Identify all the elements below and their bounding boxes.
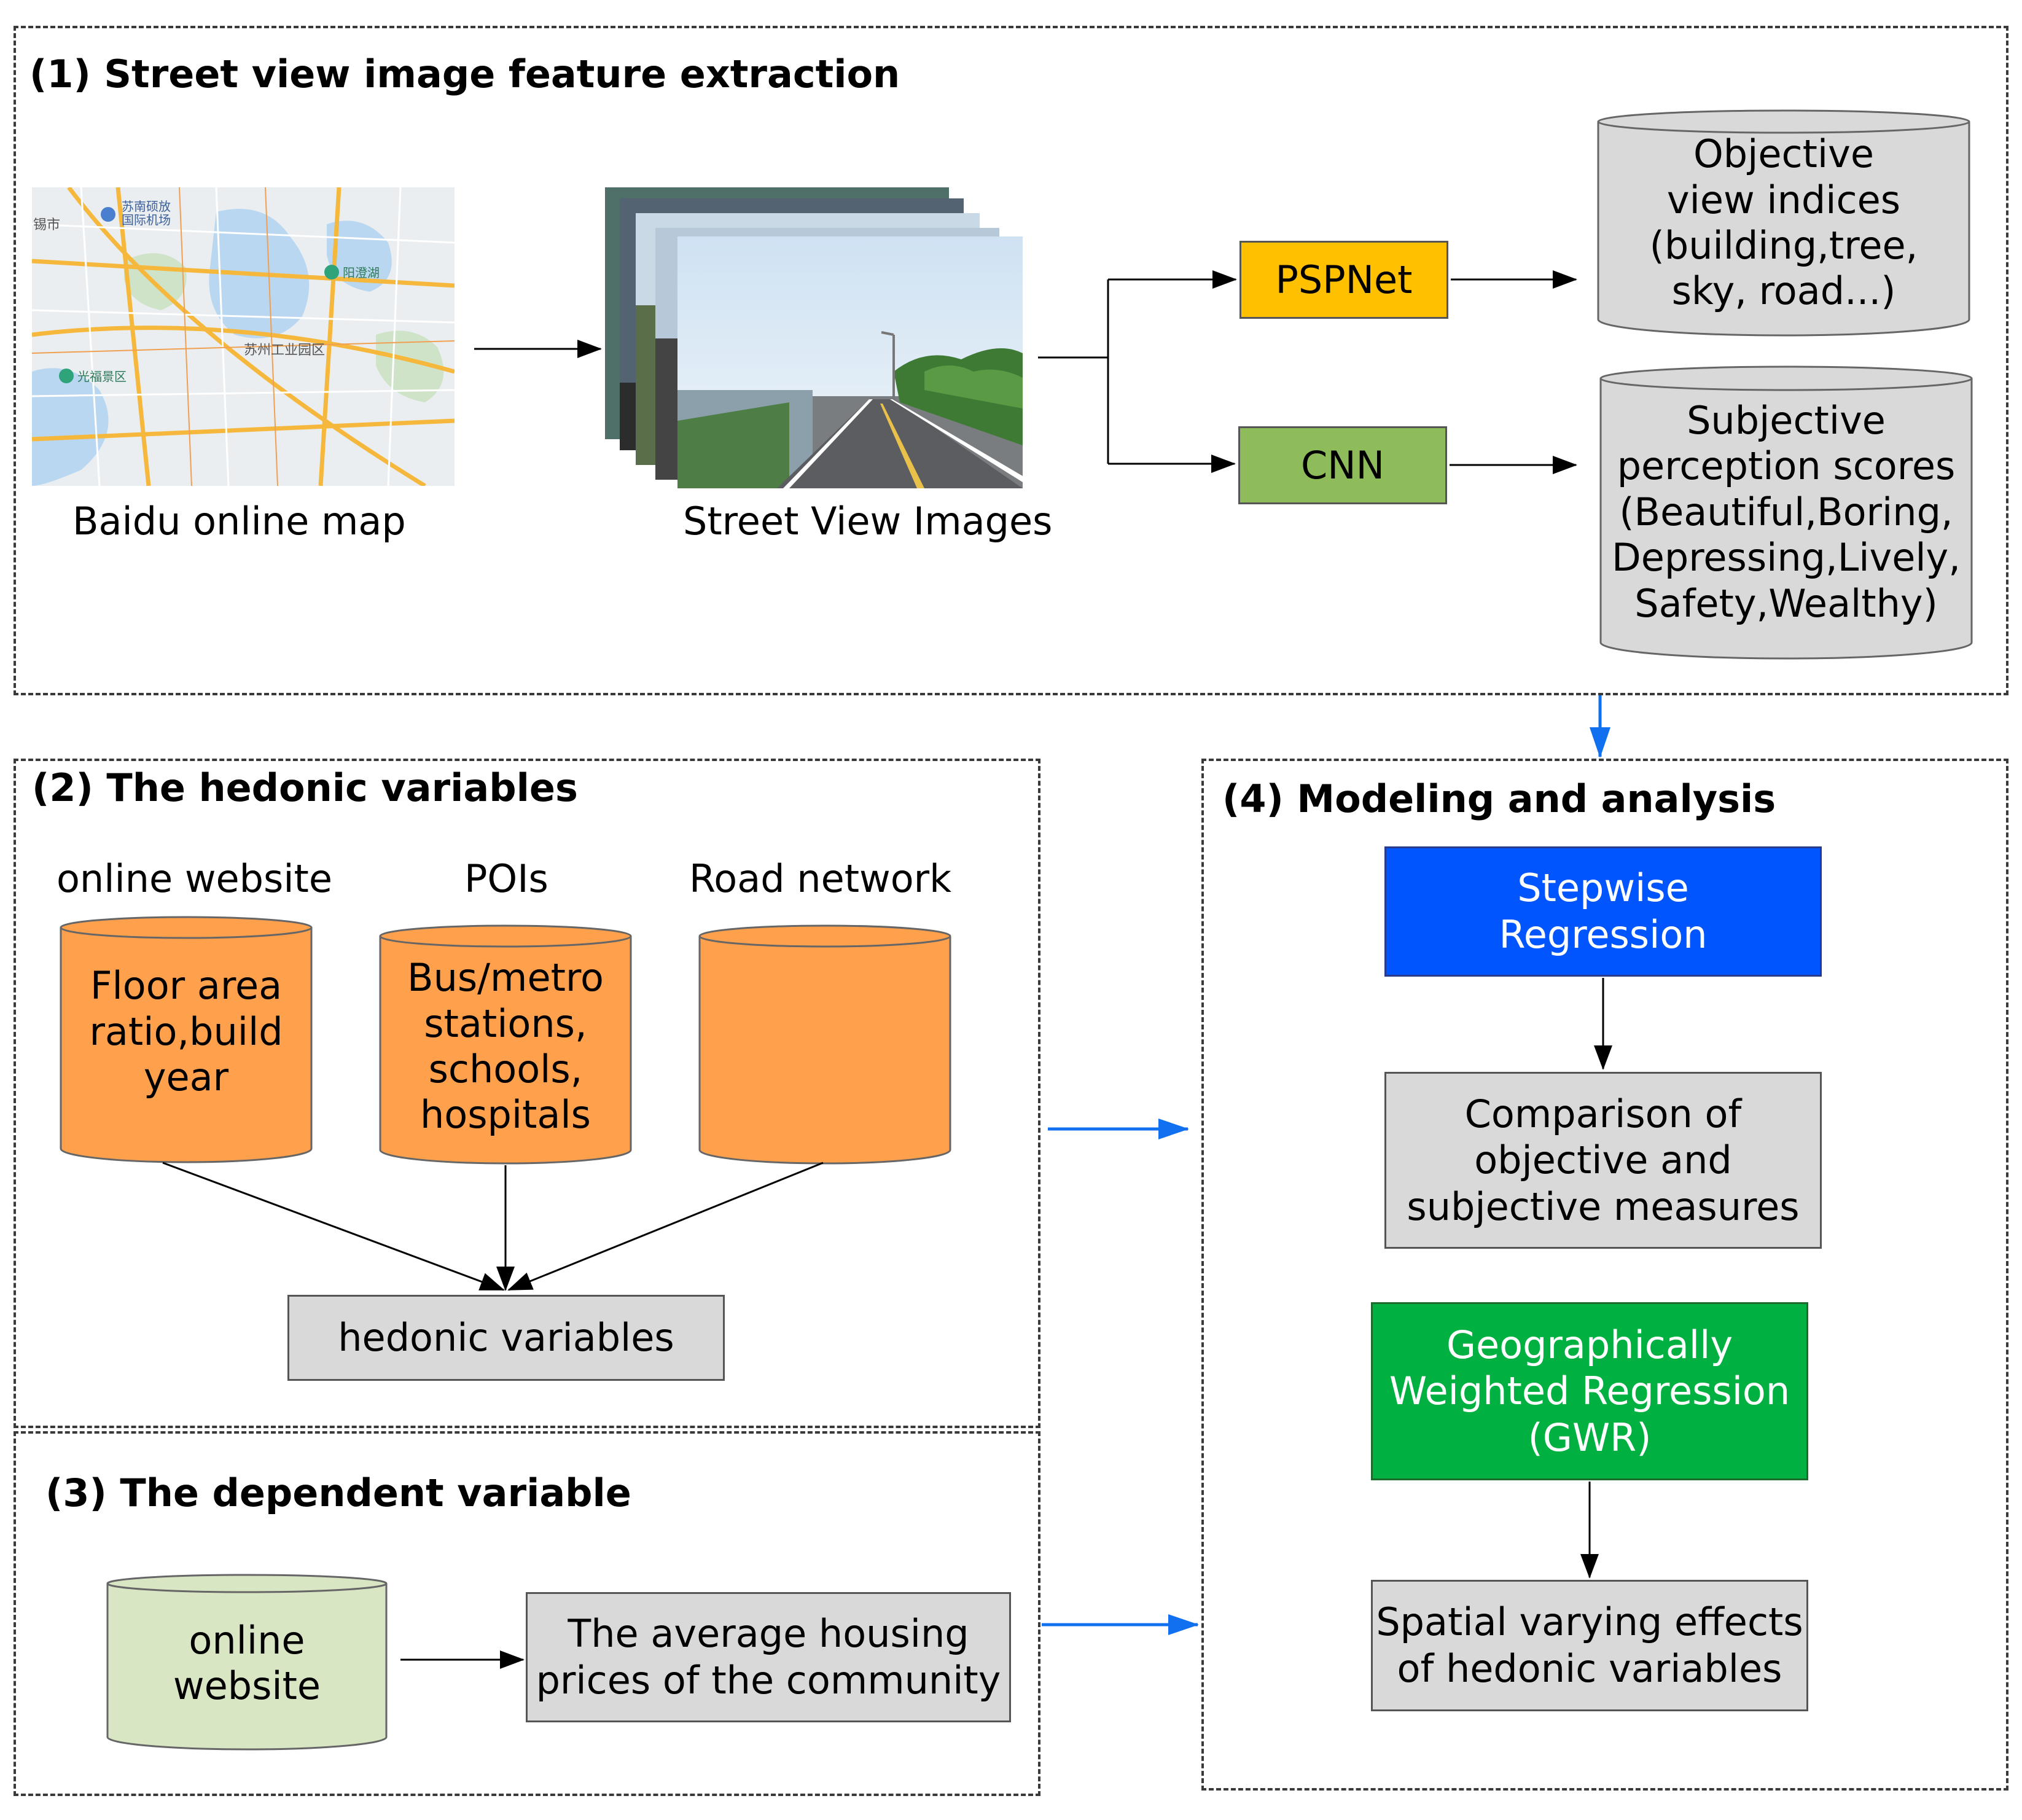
cylinder-shape [106,1574,388,1751]
section-hedonic-variables [14,759,1040,1428]
section-title-1: (1) Street view image feature extraction [29,52,900,96]
source-road-network: Road network [689,856,952,901]
map-label-airport-2: 国际机场 [122,213,171,227]
map-label-guangfu: 光福景区 [77,369,127,384]
subjective-perception-cylinder: Subjective perception scores (Beautiful,… [1598,365,1974,660]
cylinder-shape [1597,109,1970,337]
floor-area-cylinder: Floor area ratio,build year [59,915,313,1164]
section-modeling-analysis [1201,759,2008,1791]
map-label-park: 苏州工业园区 [244,343,325,358]
baidu-map-image: 苏南硕放 国际机场 阳澄湖 苏州工业园区 光福景区 锡市 [32,187,455,486]
section-title-4: (4) Modeling and analysis [1222,776,1776,821]
average-housing-prices-box: The average housing prices of the commun… [526,1592,1011,1722]
source-pois: POIs [464,856,548,901]
stepwise-regression-box: Stepwise Regression [1384,846,1822,977]
online-website-cylinder: online website [106,1572,388,1751]
section-dependent-variable [14,1431,1040,1796]
floor-area-text: Floor area ratio,build year [89,963,283,1100]
cylinder-shape [1599,365,1973,660]
objective-view-indices-text: Objective view indices (building,tree, s… [1649,131,1918,314]
objective-view-indices-cylinder: Objective view indices (building,tree, s… [1596,109,1972,338]
map-label-xishi: 锡市 [33,217,60,233]
pois-cylinder: Bus/metro stations, schools, hospitals [378,924,633,1165]
online-website-text: online website [173,1617,321,1708]
section-feature-extraction [14,26,2008,695]
subjective-perception-text: Subjective perception scores (Beautiful,… [1612,398,1961,626]
cylinder-shape [698,924,951,1165]
street-view-image-stack [605,187,1023,488]
spatial-varying-effects-box: Spatial varying effects of hedonic varia… [1371,1580,1808,1711]
pois-text: Bus/metro stations, schools, hospitals [407,955,604,1138]
map-caption: Baidu online map [72,499,406,544]
source-online-website: online website [57,856,333,901]
street-view-caption: Street View Images [683,499,1053,544]
cnn-box: CNN [1238,426,1447,504]
section-title-3: (3) The dependent variable [45,1470,631,1515]
pspnet-box: PSPNet [1239,241,1448,319]
road-network-cylinder [698,924,952,1165]
map-graphic: 苏南硕放 国际机场 阳澄湖 苏州工业园区 光福景区 锡市 [32,187,455,486]
hedonic-variables-box: hedonic variables [287,1295,725,1381]
map-label-airport: 苏南硕放 [122,199,171,214]
comparison-box: Comparison of objective and subjective m… [1384,1072,1822,1249]
map-label-yangcheng: 阳澄湖 [343,265,380,280]
section-title-2: (2) The hedonic variables [32,765,578,810]
street-view-photos [605,187,1023,488]
gwr-box: Geographically Weighted Regression (GWR) [1371,1302,1808,1480]
cylinder-shape [379,924,632,1165]
cylinder-shape [60,916,313,1163]
road-network-text [698,942,952,1139]
